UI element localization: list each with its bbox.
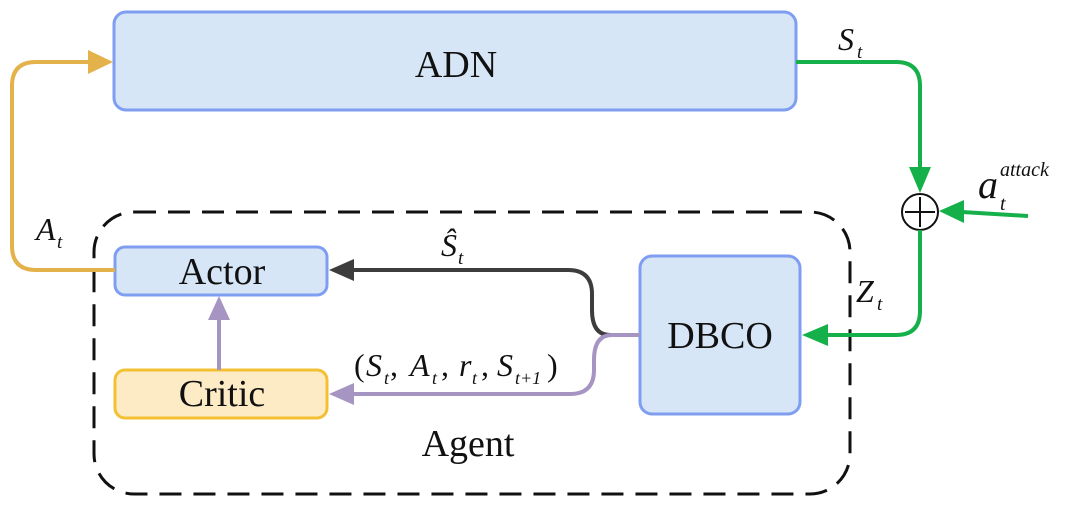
junction-to-dbco-arrowhead bbox=[802, 324, 828, 346]
svg-text:r: r bbox=[459, 347, 472, 383]
label-s-t: S t bbox=[838, 21, 863, 63]
svg-text:attack: attack bbox=[1000, 159, 1050, 181]
dbco-to-actor-arrow bbox=[352, 268, 640, 337]
dbco-to-critic-arrow bbox=[352, 333, 640, 396]
svg-text:(: ( bbox=[354, 347, 365, 383]
dbco-to-critic-arrowhead bbox=[329, 383, 354, 405]
svg-text:S: S bbox=[838, 21, 854, 57]
svg-text:t: t bbox=[432, 368, 438, 388]
attack-to-junction-arrowhead bbox=[939, 200, 964, 223]
junction-to-dbco-arrow bbox=[826, 230, 922, 337]
svg-text:t: t bbox=[1000, 193, 1006, 215]
adn-to-junction-arrow bbox=[796, 60, 922, 170]
svg-text:a: a bbox=[978, 162, 998, 207]
critic-node: Critic bbox=[113, 368, 329, 420]
svg-text:): ) bbox=[547, 347, 558, 383]
dbco-label: DBCO bbox=[667, 315, 773, 357]
critic-to-actor-arrowhead bbox=[208, 296, 230, 320]
svg-text:t: t bbox=[472, 368, 478, 388]
svg-text:,: , bbox=[390, 347, 398, 383]
svg-text:Z: Z bbox=[856, 273, 875, 309]
svg-text:A: A bbox=[34, 211, 56, 247]
svg-text:S: S bbox=[497, 347, 513, 383]
label-transition-tuple: ( S t , A t , r t , S t+1 ) bbox=[354, 347, 558, 388]
label-attack: a t attack bbox=[978, 159, 1050, 215]
circle-plus-icon bbox=[901, 193, 939, 231]
adn-label: ADN bbox=[415, 44, 497, 86]
svg-text:t: t bbox=[857, 42, 863, 63]
svg-text:t: t bbox=[877, 294, 883, 315]
adn-to-junction-arrowhead bbox=[909, 167, 931, 193]
agent-group-label: Agent bbox=[422, 423, 515, 465]
adn-node: ADN bbox=[112, 10, 798, 112]
actor-label: Actor bbox=[179, 251, 266, 293]
svg-text:S: S bbox=[366, 347, 382, 383]
label-a-t: A t bbox=[34, 211, 63, 253]
dbco-node: DBCO bbox=[638, 254, 802, 416]
actor-to-adn-arrow bbox=[10, 60, 115, 272]
attack-to-junction-arrow bbox=[961, 210, 1029, 218]
svg-text:A: A bbox=[408, 347, 430, 383]
actor-to-adn-arrowhead bbox=[88, 50, 113, 74]
label-s-hat-t: Ŝ t bbox=[441, 227, 464, 269]
actor-node: Actor bbox=[113, 245, 329, 297]
svg-text:,: , bbox=[481, 347, 489, 383]
agent-group-boundary bbox=[92, 210, 852, 496]
svg-text:t+1: t+1 bbox=[515, 368, 541, 388]
svg-text:t: t bbox=[57, 232, 63, 253]
svg-text:t: t bbox=[458, 248, 464, 269]
svg-text:,: , bbox=[441, 347, 449, 383]
svg-text:Ŝ: Ŝ bbox=[441, 227, 457, 263]
svg-text:t: t bbox=[384, 368, 390, 388]
critic-label: Critic bbox=[179, 373, 266, 415]
label-z-t: Z t bbox=[856, 273, 883, 315]
dbco-to-actor-arrowhead bbox=[329, 259, 354, 281]
